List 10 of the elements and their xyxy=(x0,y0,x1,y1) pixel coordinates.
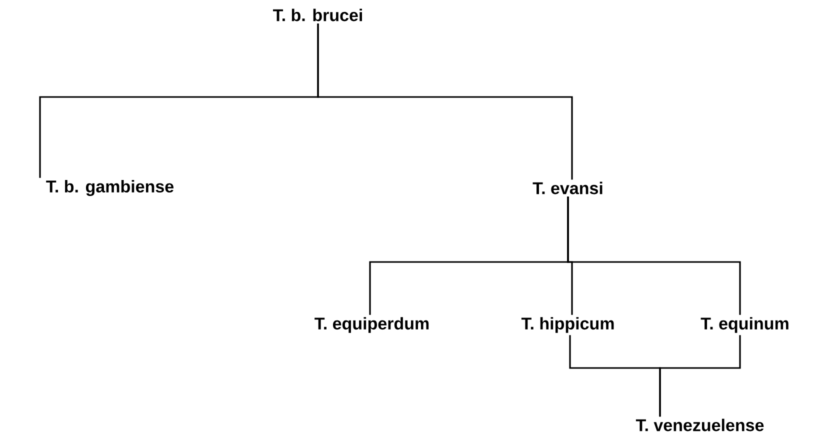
taxon-label: T. b. brucei xyxy=(273,8,362,22)
taxon-label: T. b. gambiense xyxy=(46,180,174,196)
taxon-label: T. venezuelense xyxy=(636,418,764,432)
taxon-label: T. equinum xyxy=(700,317,788,333)
tree-line xyxy=(659,335,741,417)
taxon-label: T. hippicum xyxy=(521,317,614,333)
taxon-label: T. evansi xyxy=(532,182,602,194)
taxon-label: T. equiperdum xyxy=(314,317,429,333)
tree-line xyxy=(567,196,741,315)
tree-line xyxy=(317,23,573,180)
